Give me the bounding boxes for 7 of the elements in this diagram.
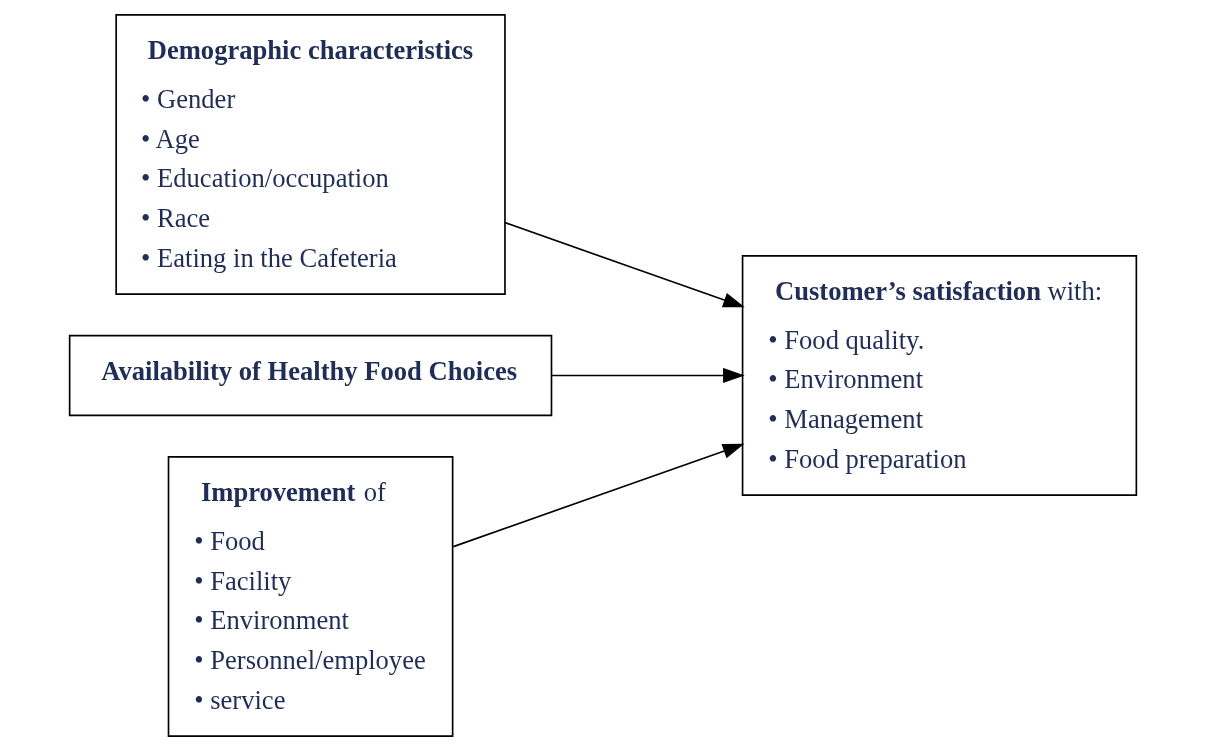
arrow [551,367,745,384]
node-box: Demographic characteristics • Gender • Age • Education/occupation • Race • Eating in the Cafeteria [115,14,506,295]
node-box: Customer’s satisfaction with: • Food quality. • Environment • Management • Food preparation [741,255,1138,496]
node-box: Availability of Healthy Food Choices [68,334,553,417]
node-box: Improvement of • Food • Facility • Environment • Personnel/employee • service [167,456,454,737]
arrow [452,443,745,548]
arrow [504,221,745,308]
